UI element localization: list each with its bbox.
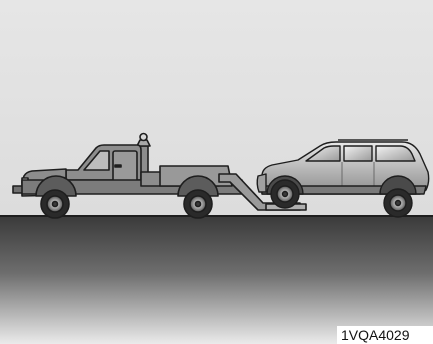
suv-front-wheel xyxy=(271,180,299,208)
suv-front-bumper xyxy=(257,174,266,192)
suv-rear-wheel xyxy=(384,189,412,217)
suv-side-window-front xyxy=(344,146,372,161)
door-handle xyxy=(115,165,121,167)
truck-front-wheel xyxy=(41,190,69,218)
beacon-light xyxy=(140,134,147,141)
figure-code: 1VQA4029 xyxy=(337,326,433,344)
ground xyxy=(0,216,433,344)
truck-rear-wheel xyxy=(184,190,212,218)
